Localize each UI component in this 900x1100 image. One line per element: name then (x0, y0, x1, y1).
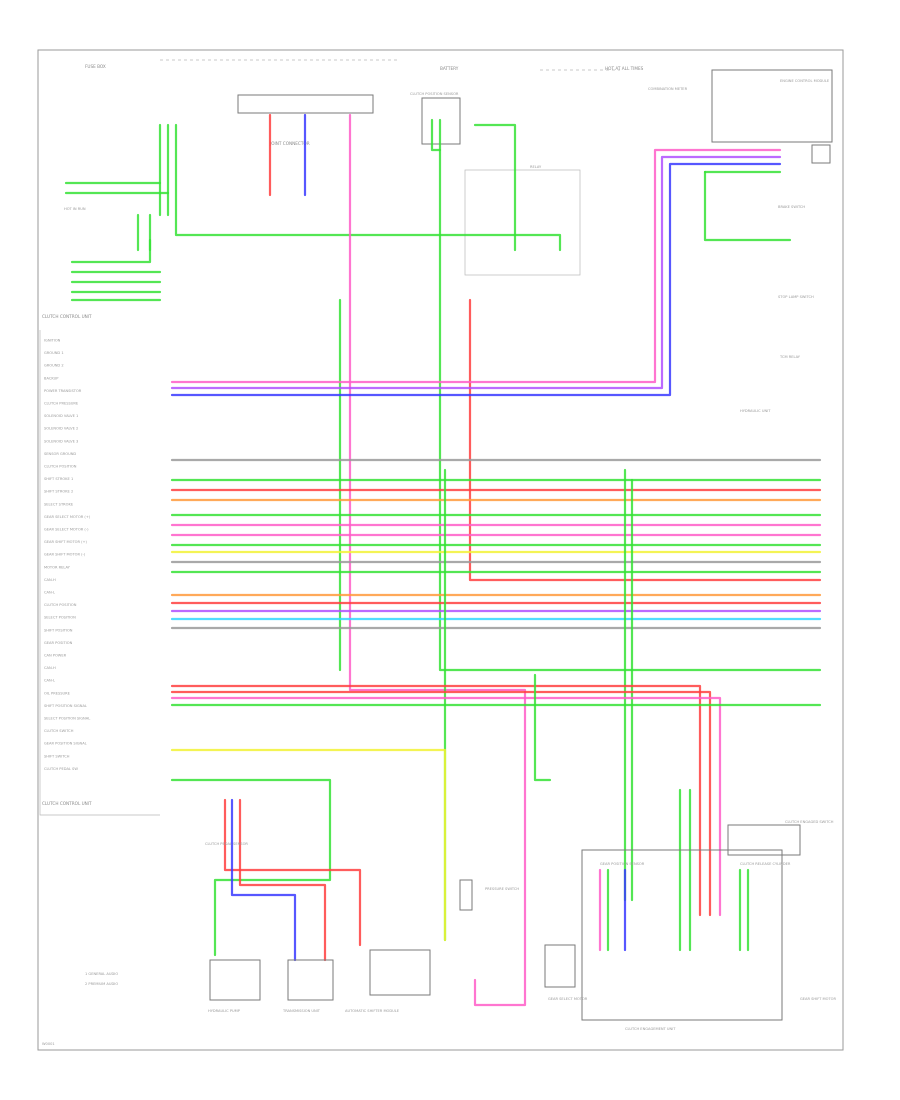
combination-meter-label: COMBINATION METER (648, 87, 688, 91)
shift-lever-unit-box (727, 824, 801, 856)
pin-label: CAN-H (44, 578, 56, 582)
pin-label: IGNITION (44, 339, 61, 343)
pin-label: CLUTCH POSITION (44, 603, 77, 607)
automatic-shifter-module-label: AUTOMATIC SHIFTER MODULE (345, 1009, 400, 1013)
pin-label: GROUND 1 (44, 351, 64, 355)
pin-label: BACKUP (44, 376, 59, 380)
hot-at-all-times-label: HOT AT ALL TIMES (605, 66, 644, 71)
pin-label: SENSOR GROUND (44, 452, 76, 456)
pin-label: SHIFT POSITION SIGNAL (44, 704, 87, 708)
pin-label: GEAR SHIFT MOTOR (-) (44, 553, 86, 557)
footer-code: W0001 (42, 1042, 55, 1046)
brake-switch-label: BRAKE SWITCH (778, 205, 805, 209)
hydraulic-pump-box (209, 959, 261, 1001)
clutch-unit-header: CLUTCH CONTROL UNIT (42, 314, 92, 319)
pin-label: GEAR POSITION (44, 641, 73, 645)
pin-label: SOLENOID VALVE 1 (44, 414, 78, 418)
ecm-connector-box (811, 144, 831, 164)
pin-label: GROUND 2 (44, 364, 64, 368)
pin-label: SHIFT SWITCH (44, 754, 70, 758)
tcm-relay-label: TCM RELAY (779, 355, 801, 359)
gear-shift-motor-label: GEAR SHIFT MOTOR (800, 997, 836, 1001)
clutch-control-unit: CLUTCH CONTROL UNIT CLUTCH CONTROL UNIT … (39, 314, 160, 816)
clutch-release-cylinder-label: CLUTCH RELEASE CYLINDER (740, 862, 791, 866)
battery-top-label: BATTERY (440, 66, 459, 71)
hydraulic-unit-label: HYDRAULIC UNIT (740, 409, 771, 413)
wires-lower (170, 468, 822, 962)
fuse-box-label: FUSE BOX (85, 64, 106, 69)
junction-connector-box (237, 94, 374, 114)
junction-connector-label: JOINT CONNECTOR (269, 141, 310, 146)
top-middle-components: BATTERY CLUTCH POSITION SENSOR HOT AT AL… (410, 66, 833, 276)
pin-label: CAN POWER (44, 654, 67, 658)
pressure-switch-box (459, 879, 473, 911)
engine-control-module-label: ENGINE CONTROL MODULE (780, 79, 830, 83)
automatic-shifter-module-box (369, 949, 431, 996)
pin-label: GEAR SELECT MOTOR (+) (44, 515, 91, 519)
wires-top-left (64, 113, 822, 1007)
pin-label: CLUTCH SWITCH (44, 729, 74, 733)
engine-control-module-box (711, 69, 833, 143)
gear-select-motor-box (544, 944, 576, 988)
pin-label: OIL PRESSURE (44, 691, 71, 695)
pin-label: CAN-L (44, 679, 55, 683)
hydraulic-pump-label: HYDRAULIC PUMP (208, 1009, 241, 1013)
pin-label: SELECT POSITION SIGNAL (44, 717, 90, 721)
pin-label: CLUTCH PRESSURE (44, 402, 79, 406)
pin-label: SHIFT STROKE 1 (44, 477, 73, 481)
note-1: 1 GENERAL AUDIO (85, 972, 118, 976)
pin-label: CLUTCH POSITION (44, 465, 77, 469)
clutch-position-sensor-label: CLUTCH POSITION SENSOR (410, 92, 459, 96)
pin-label: GEAR SELECT MOTOR (-) (44, 528, 89, 532)
gear-position-sensor-label: GEAR POSITION SENSOR (600, 862, 645, 866)
transmission-unit-label: TRANSMISSION UNIT (282, 1009, 321, 1013)
pin-label: CLUTCH PEDAL SW (44, 767, 78, 771)
mid-relay-box (464, 169, 581, 276)
pin-label: SOLENOID VALVE 3 (44, 439, 78, 443)
transmission-unit-box (287, 959, 334, 1001)
pin-label: SOLENOID VALVE 2 (44, 427, 78, 431)
note-2: 2 PREMIUM AUDIO (85, 982, 118, 986)
diagram-frame (37, 49, 844, 1051)
fuse-box-group: FUSE BOX JOINT CONNECTOR HOT IN RUN (64, 64, 374, 211)
pin-label: SHIFT POSITION (44, 628, 73, 632)
clutch-engagement-unit-label: CLUTCH ENGAGEMENT UNIT (625, 1027, 676, 1031)
pin-label: SHIFT STROKE 2 (44, 490, 73, 494)
pin-label: SELECT STROKE (44, 502, 74, 506)
clutch-pedal-sensor-label: CLUTCH PEDAL SENSOR (205, 842, 248, 846)
wires-ecm (170, 148, 792, 397)
pin-label: CAN-H (44, 666, 56, 670)
pin-label: POWER TRANSISTOR (44, 389, 82, 393)
clutch-control-unit-label: CLUTCH CONTROL UNIT (42, 801, 92, 806)
gear-select-motor-label: GEAR SELECT MOTOR (548, 997, 588, 1001)
pin-label: MOTOR RELAY (44, 565, 71, 569)
hot-in-run-label: HOT IN RUN (64, 207, 86, 211)
lower-components: HYDRAULIC PUMP TRANSMISSION UNIT AUTOMAT… (42, 824, 836, 1046)
right-upper-labels: BRAKE SWITCH STOP LAMP SWITCH TCM RELAY … (740, 205, 834, 824)
pin-label: GEAR SHIFT MOTOR (+) (44, 540, 88, 544)
stop-lamp-switch-label: STOP LAMP SWITCH (778, 295, 814, 299)
clutch-engagement-unit-box (581, 849, 783, 1021)
wires-main-bus (170, 458, 822, 630)
mid-relay-label: RELAY (530, 165, 542, 169)
pin-label: SELECT POSITION (44, 616, 76, 620)
pressure-switch-label: PRESSURE SWITCH (485, 887, 519, 891)
clutch-engaged-switch-label: CLUTCH ENGAGED SWITCH (785, 820, 834, 824)
pin-label: CAN-L (44, 591, 55, 595)
clutch-unit-pin-labels: IGNITION GROUND 1 GROUND 2 BACKUP POWER TRAN… (44, 339, 91, 771)
pin-label: GEAR POSITION SIGNAL (44, 742, 87, 746)
